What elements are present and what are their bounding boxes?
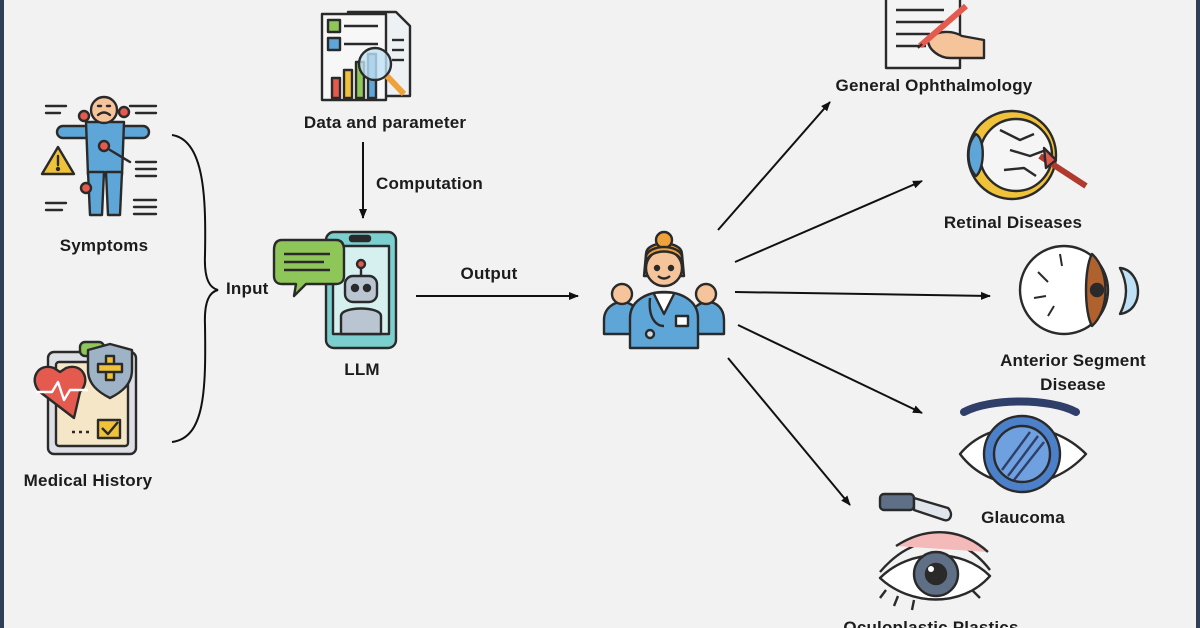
left-frame-border: [0, 0, 4, 628]
eyeball-icon: [1018, 244, 1140, 336]
data-report-icon: [320, 10, 412, 102]
arrow-to-general: [717, 101, 831, 231]
writing-document-icon: [884, 0, 986, 70]
general-ophthalmology-label: General Ophthalmology: [835, 76, 1033, 95]
connectors: [171, 101, 991, 506]
body-symptoms-icon: [40, 95, 158, 217]
medical-record-icon: [33, 340, 138, 456]
robot-phone-icon: [272, 230, 398, 350]
right-frame-border: [1196, 0, 1200, 628]
arrow-to-glaucoma: [737, 324, 923, 414]
arrow-to-oculoplastic: [727, 357, 851, 506]
anterior-segment-label-line2: Disease: [1040, 375, 1106, 394]
computation-edge-label: Computation: [376, 174, 484, 193]
retinal-diseases-label: Retinal Diseases: [943, 213, 1083, 232]
medical-history-label: Medical History: [23, 471, 153, 490]
input-edge-label: Input: [226, 279, 269, 298]
doctor-team-icon: [602, 230, 726, 350]
llm-label: LLM: [344, 360, 380, 379]
output-edge-label: Output: [460, 264, 518, 283]
glaucoma-eye-icon: [958, 397, 1088, 494]
anterior-segment-label-line1: Anterior Segment: [1000, 351, 1146, 370]
retina-eye-icon: [966, 109, 1088, 201]
arrow-to-retinal: [734, 180, 923, 263]
arrow-to-anterior: [734, 291, 991, 300]
input-brace: [171, 134, 219, 443]
eyelid-surgery-icon: [878, 492, 992, 611]
oculoplastic-label: Oculoplastic Plastics: [843, 618, 1019, 628]
symptoms-label: Symptoms: [59, 236, 149, 255]
data-parameter-label: Data and parameter: [303, 113, 467, 132]
glaucoma-label: Glaucoma: [981, 508, 1065, 527]
